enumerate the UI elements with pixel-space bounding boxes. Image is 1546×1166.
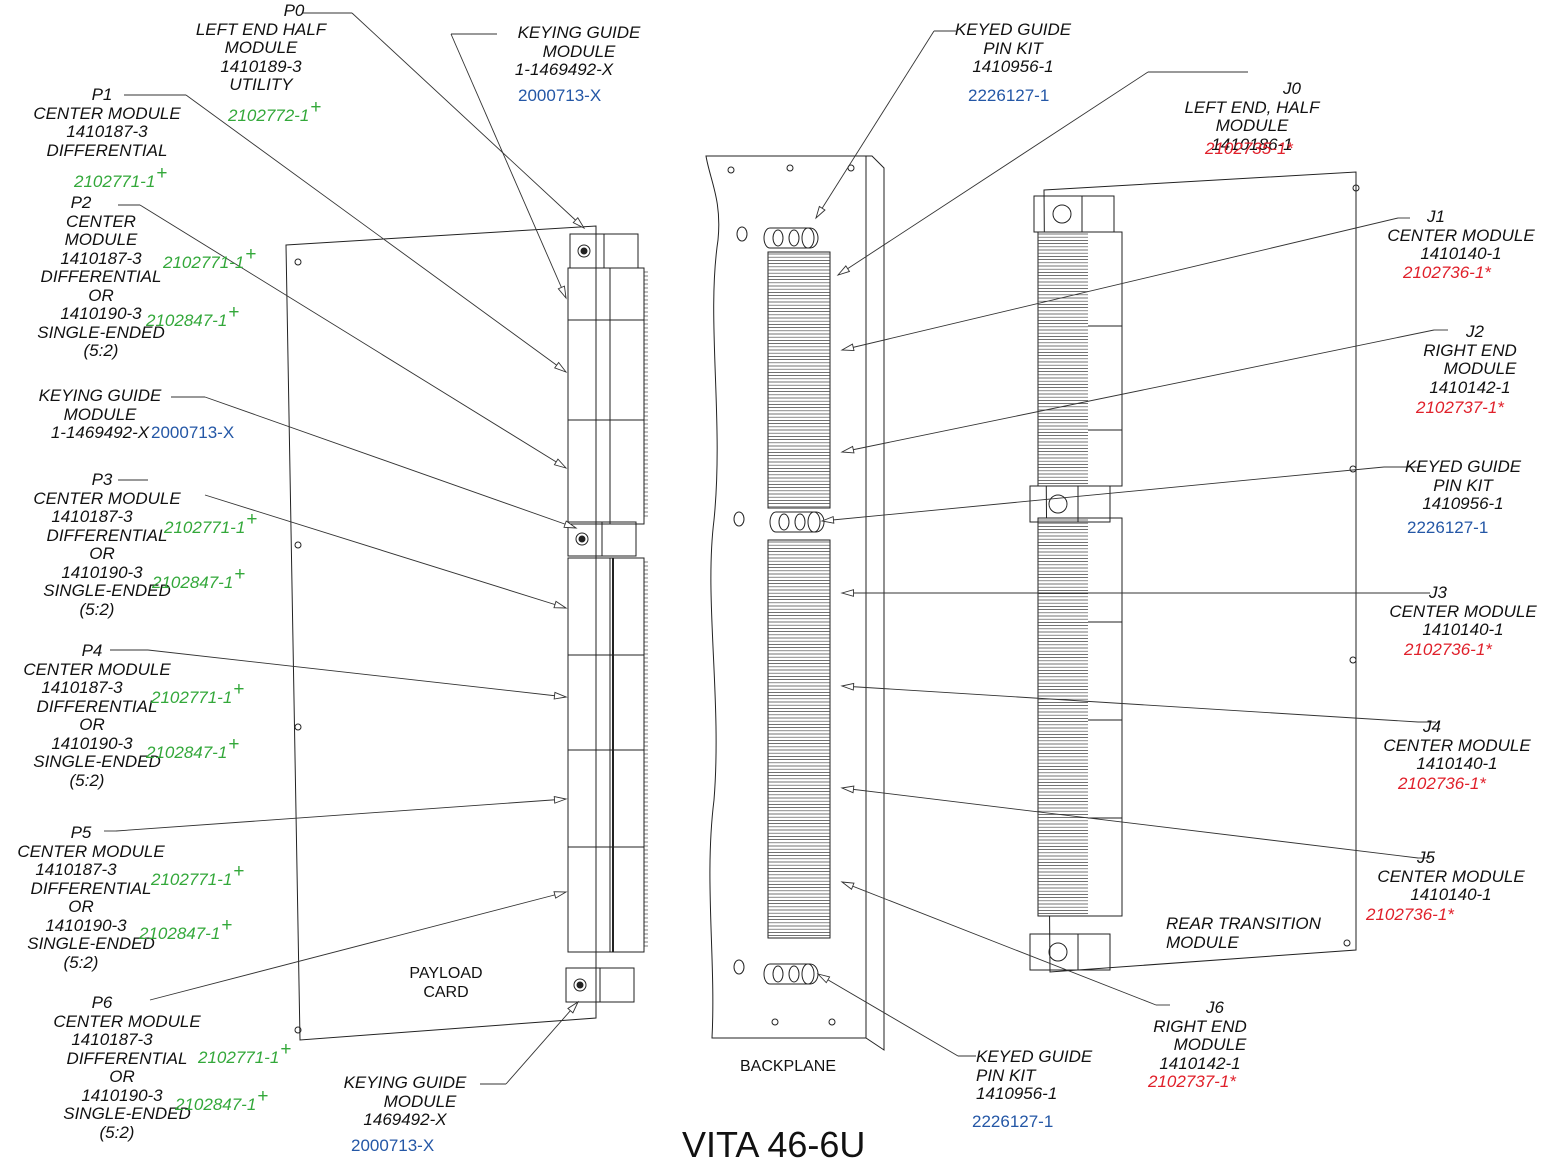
pn-keying-guide-top: 2000713-X — [518, 86, 602, 105]
payload-card-hole — [294, 723, 302, 731]
payload-connector-lower — [567, 557, 645, 953]
rtm-guide-block — [1033, 195, 1115, 233]
pn-j5: 2102736-1* — [1366, 905, 1454, 924]
backplane-hole — [786, 164, 794, 172]
pn-j4: 2102736-1* — [1398, 774, 1486, 793]
leader-j0 — [837, 71, 1149, 276]
backplane-hole — [733, 959, 745, 975]
leader-keyed-guide-pin-top — [815, 30, 935, 219]
pn-p5-differential: 2102771-1+ — [151, 861, 245, 889]
leader-p6 — [149, 891, 567, 1001]
pn-p2-single-ended: 2102847-1+ — [146, 302, 240, 330]
leader-p0 — [351, 12, 585, 229]
leader-keyed-guide-pin-bottom — [817, 973, 959, 1057]
leader-keying-guide-bottom — [505, 1001, 579, 1085]
payload-keying-guide — [565, 967, 635, 1003]
leader-keying-guide-top — [450, 33, 567, 299]
pn-p4-single-ended: 2102847-1+ — [146, 734, 240, 762]
leader-j4 — [841, 685, 1419, 723]
pn-j2: 2102737-1* — [1416, 398, 1504, 417]
backplane-pin-field-upper — [767, 251, 831, 509]
pn-keyed-guide-pin-top: 2226127-1 — [968, 86, 1050, 105]
leader-p3 — [204, 494, 567, 609]
pn-p0: 2102772-1+ — [228, 97, 322, 125]
leader-p2 — [139, 204, 567, 469]
pn-p4-differential: 2102771-1+ — [151, 679, 245, 707]
leader-j6 — [841, 881, 1157, 1006]
backplane-hole — [736, 226, 748, 242]
caption-backplane: BACKPLANE — [739, 1058, 837, 1075]
backplane-pin-field-lower — [767, 539, 831, 939]
payload-keying-guide — [569, 233, 639, 269]
leader-p1 — [185, 94, 567, 373]
pn-p6-differential: 2102771-1+ — [198, 1039, 292, 1067]
leader-j2 — [841, 329, 1435, 453]
leader-p5 — [115, 798, 567, 832]
pn-keyed-guide-pin-mid: 2226127-1 — [1407, 518, 1489, 537]
pn-j6: 2102737-1* — [1148, 1072, 1236, 1091]
pn-p5-single-ended: 2102847-1+ — [139, 915, 233, 943]
leader-j5 — [841, 787, 1419, 859]
pn-j1: 2102736-1* — [1403, 263, 1491, 282]
payload-keying-guide — [567, 521, 637, 557]
pn-keying-guide-bottom: 2000713-X — [351, 1136, 435, 1155]
pn-j3: 2102736-1* — [1404, 640, 1492, 659]
pn-p2-differential: 2102771-1+ — [163, 244, 257, 272]
backplane-hole — [727, 166, 735, 174]
pn-p6-single-ended: 2102847-1+ — [175, 1086, 269, 1114]
payload-card-hole — [294, 1026, 302, 1034]
pn-keying-guide-mid: 2000713-X — [151, 423, 235, 442]
leader-keying-guide-mid — [204, 396, 577, 529]
rtm-connector-lower — [1037, 517, 1123, 917]
rtm-hole — [1349, 465, 1357, 473]
rtm-guide-block — [1029, 485, 1111, 523]
leader-keyed-guide-pin-mid — [821, 466, 1385, 522]
rtm-hole — [1343, 939, 1351, 947]
pn-p3-differential: 2102771-1+ — [164, 509, 258, 537]
pn-keyed-guide-pin-bottom: 2226127-1 — [972, 1112, 1054, 1131]
payload-card-outline — [285, 225, 597, 1041]
leader-j1 — [841, 217, 1399, 351]
payload-card-hole — [294, 258, 302, 266]
pn-p3-single-ended: 2102847-1+ — [152, 564, 246, 592]
pn-j0: 2102735-1* — [1205, 139, 1293, 158]
backplane-outline — [705, 155, 885, 1051]
pn-p1: 2102771-1+ — [74, 163, 168, 191]
rtm-guide-block — [1029, 933, 1111, 971]
rtm-hole — [1349, 656, 1357, 664]
payload-connector-upper — [567, 267, 645, 525]
backplane-hole — [733, 511, 745, 527]
leader-p4 — [147, 649, 567, 698]
backplane-hole — [771, 1018, 779, 1026]
rtm-hole — [1352, 184, 1360, 192]
backplane-hole — [828, 1018, 836, 1026]
payload-card-hole — [294, 541, 302, 549]
drawing-title: VITA 46-6U — [682, 1124, 866, 1165]
